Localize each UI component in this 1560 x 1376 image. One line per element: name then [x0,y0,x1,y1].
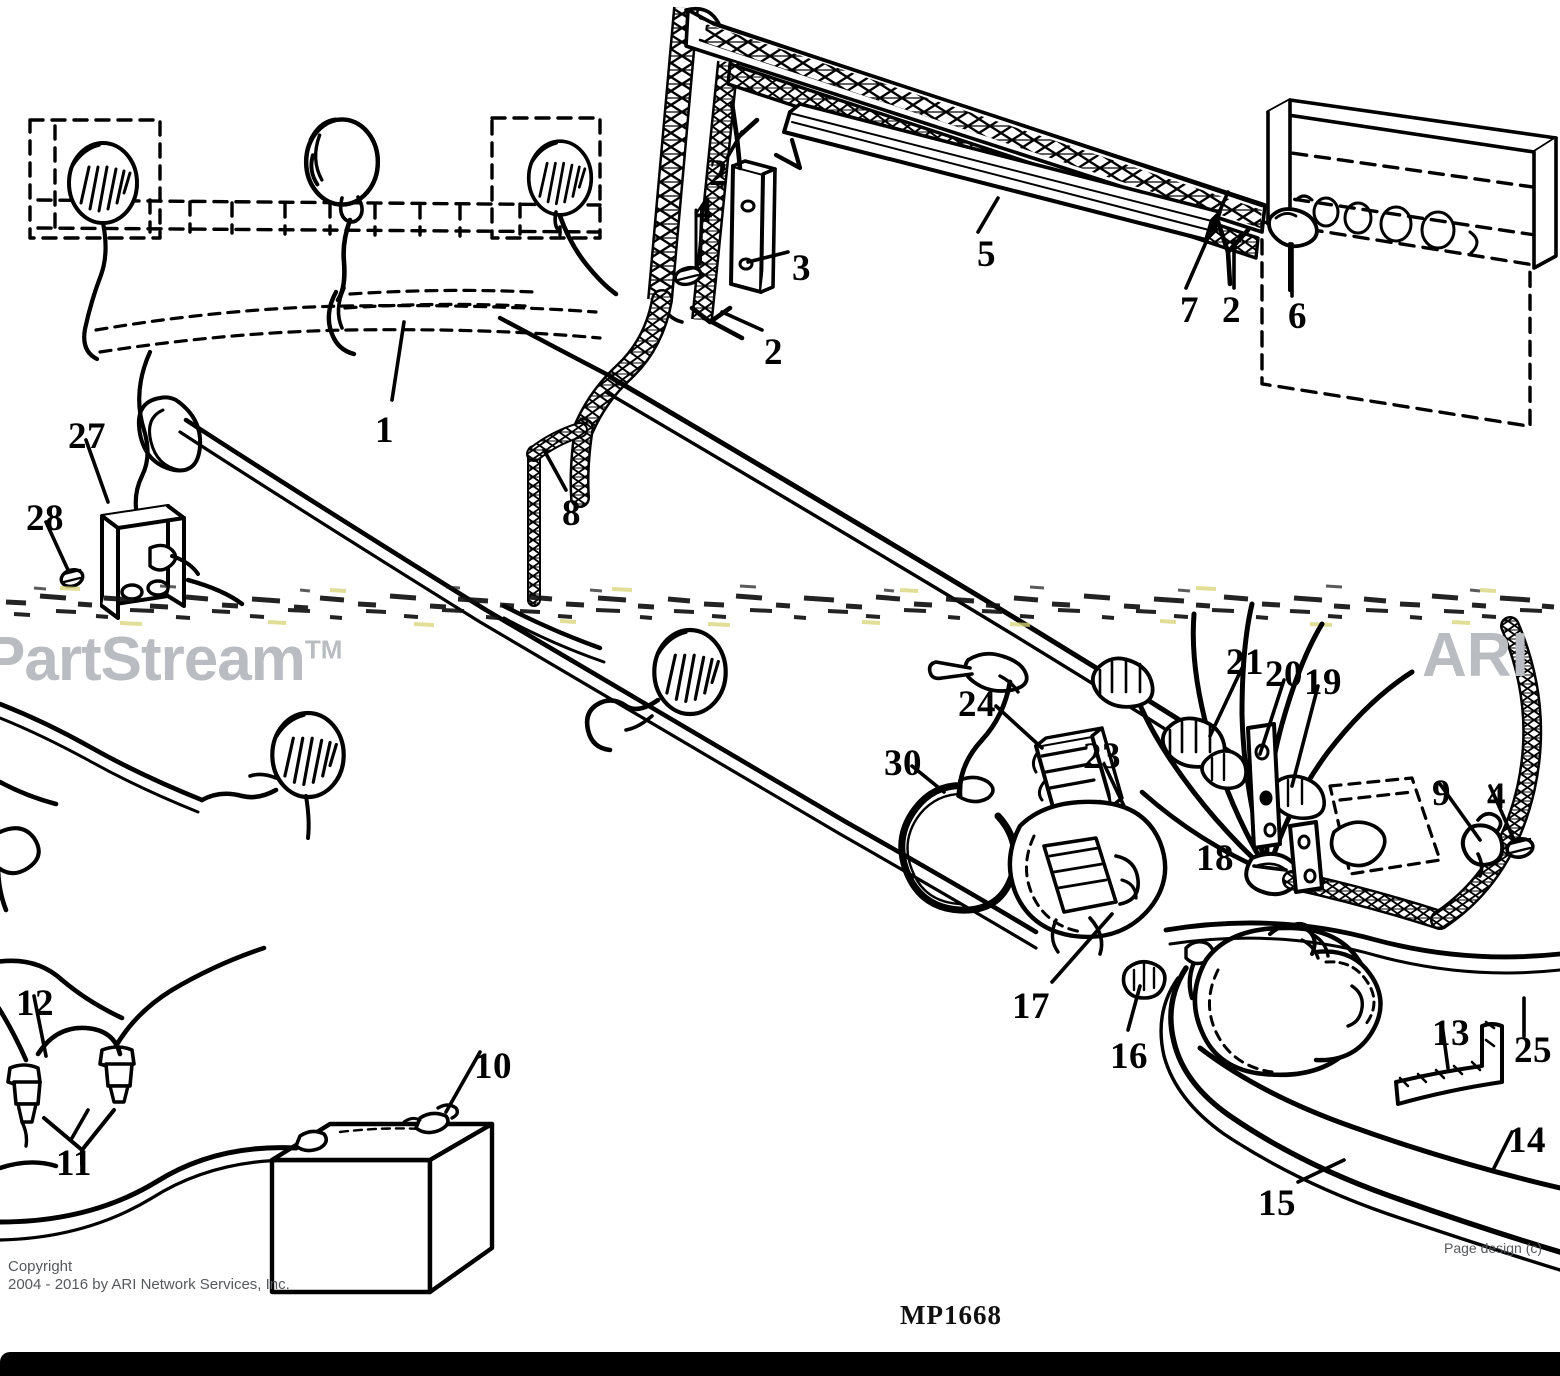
callout-23: 23 [1083,736,1121,777]
callout-24: 24 [958,684,996,725]
callout-9: 9 [1432,773,1451,814]
trademark-symbol: TM [304,634,343,665]
callout-21: 21 [1226,642,1264,683]
frame-rail-solid-edges [1266,98,1558,270]
clip-9 [1460,811,1505,878]
grommet-upper [1090,656,1155,709]
callout-14: 14 [1508,1120,1546,1161]
callout-30: 30 [884,743,922,784]
copyright-notice: Copyright 2004 - 2016 by ARI Network Ser… [8,1258,290,1294]
partstream-watermark-text: PartStream [0,625,306,694]
callout-6: 6 [1288,296,1307,337]
callout-3: 3 [792,248,811,289]
callout-11: 11 [56,1143,92,1184]
callout-20: 20 [1265,654,1303,695]
terminal-left [6,1063,42,1148]
cable-clip-2a [729,100,760,171]
callout-19: 19 [1304,662,1342,703]
callout-28: 28 [26,498,64,539]
screw-4 [673,208,703,287]
callout-10: 10 [474,1046,512,1087]
callout-7: 7 [1180,290,1199,331]
starter-body [1007,799,1168,956]
page-bottom-bar [0,1352,1560,1376]
phantom-frame-rail [1260,148,1544,429]
callout-5: 5 [977,234,996,275]
callout-8: 8 [562,493,581,534]
part-6-connector [1267,207,1319,292]
terminal-right [98,1045,136,1104]
harness-sleeve-upper-left [94,288,602,354]
part-3-strip [729,159,777,294]
ari-watermark: ARI [1422,621,1529,690]
cable-clip-2b [689,305,745,341]
relay-box [100,504,200,620]
bolt-4-right [1505,836,1535,860]
cable-clip-2c [1215,219,1251,287]
bracket-short [1288,820,1324,894]
callout-18: 18 [1196,838,1234,879]
callout-2c: 2 [1222,290,1241,331]
callout-16: 16 [1110,1036,1148,1077]
leader-lines [32,130,1526,1184]
callout-13: 13 [1432,1013,1470,1054]
screw-28 [59,567,85,589]
callout-4a: 4 [694,190,713,231]
page-design-notice: Page design (c) [1444,1240,1543,1256]
callout-1: 1 [375,410,394,451]
copyright-line-2: 2004 - 2016 by ARI Network Services, Inc… [8,1276,290,1293]
battery [269,1103,495,1295]
callout-2b: 2 [764,332,783,373]
braided-harness-descender [526,289,673,607]
partstream-watermark: PartStreamTM [0,624,342,695]
leader-bracket-11 [42,1108,116,1166]
figure-number: MP1668 [900,1300,1002,1330]
callout-2a: 2 [709,153,728,194]
nut-16 [1121,959,1167,1000]
rail-holes [1294,194,1479,256]
callout-4b: 4 [1487,776,1506,817]
grommet-right [1267,774,1326,821]
copyright-line-1: Copyright [8,1258,73,1275]
callout-17: 17 [1012,986,1050,1027]
scan-artifact-band [5,584,1555,627]
solenoid-cylinder [1192,921,1383,1078]
callout-15: 15 [1258,1183,1296,1224]
bracket-tall [1246,722,1282,850]
grommet-lower [1200,749,1248,791]
callout-25: 25 [1514,1030,1552,1071]
callout-12: 12 [16,983,54,1024]
bracket-13 [1394,1020,1504,1106]
callout-27: 27 [68,416,106,457]
